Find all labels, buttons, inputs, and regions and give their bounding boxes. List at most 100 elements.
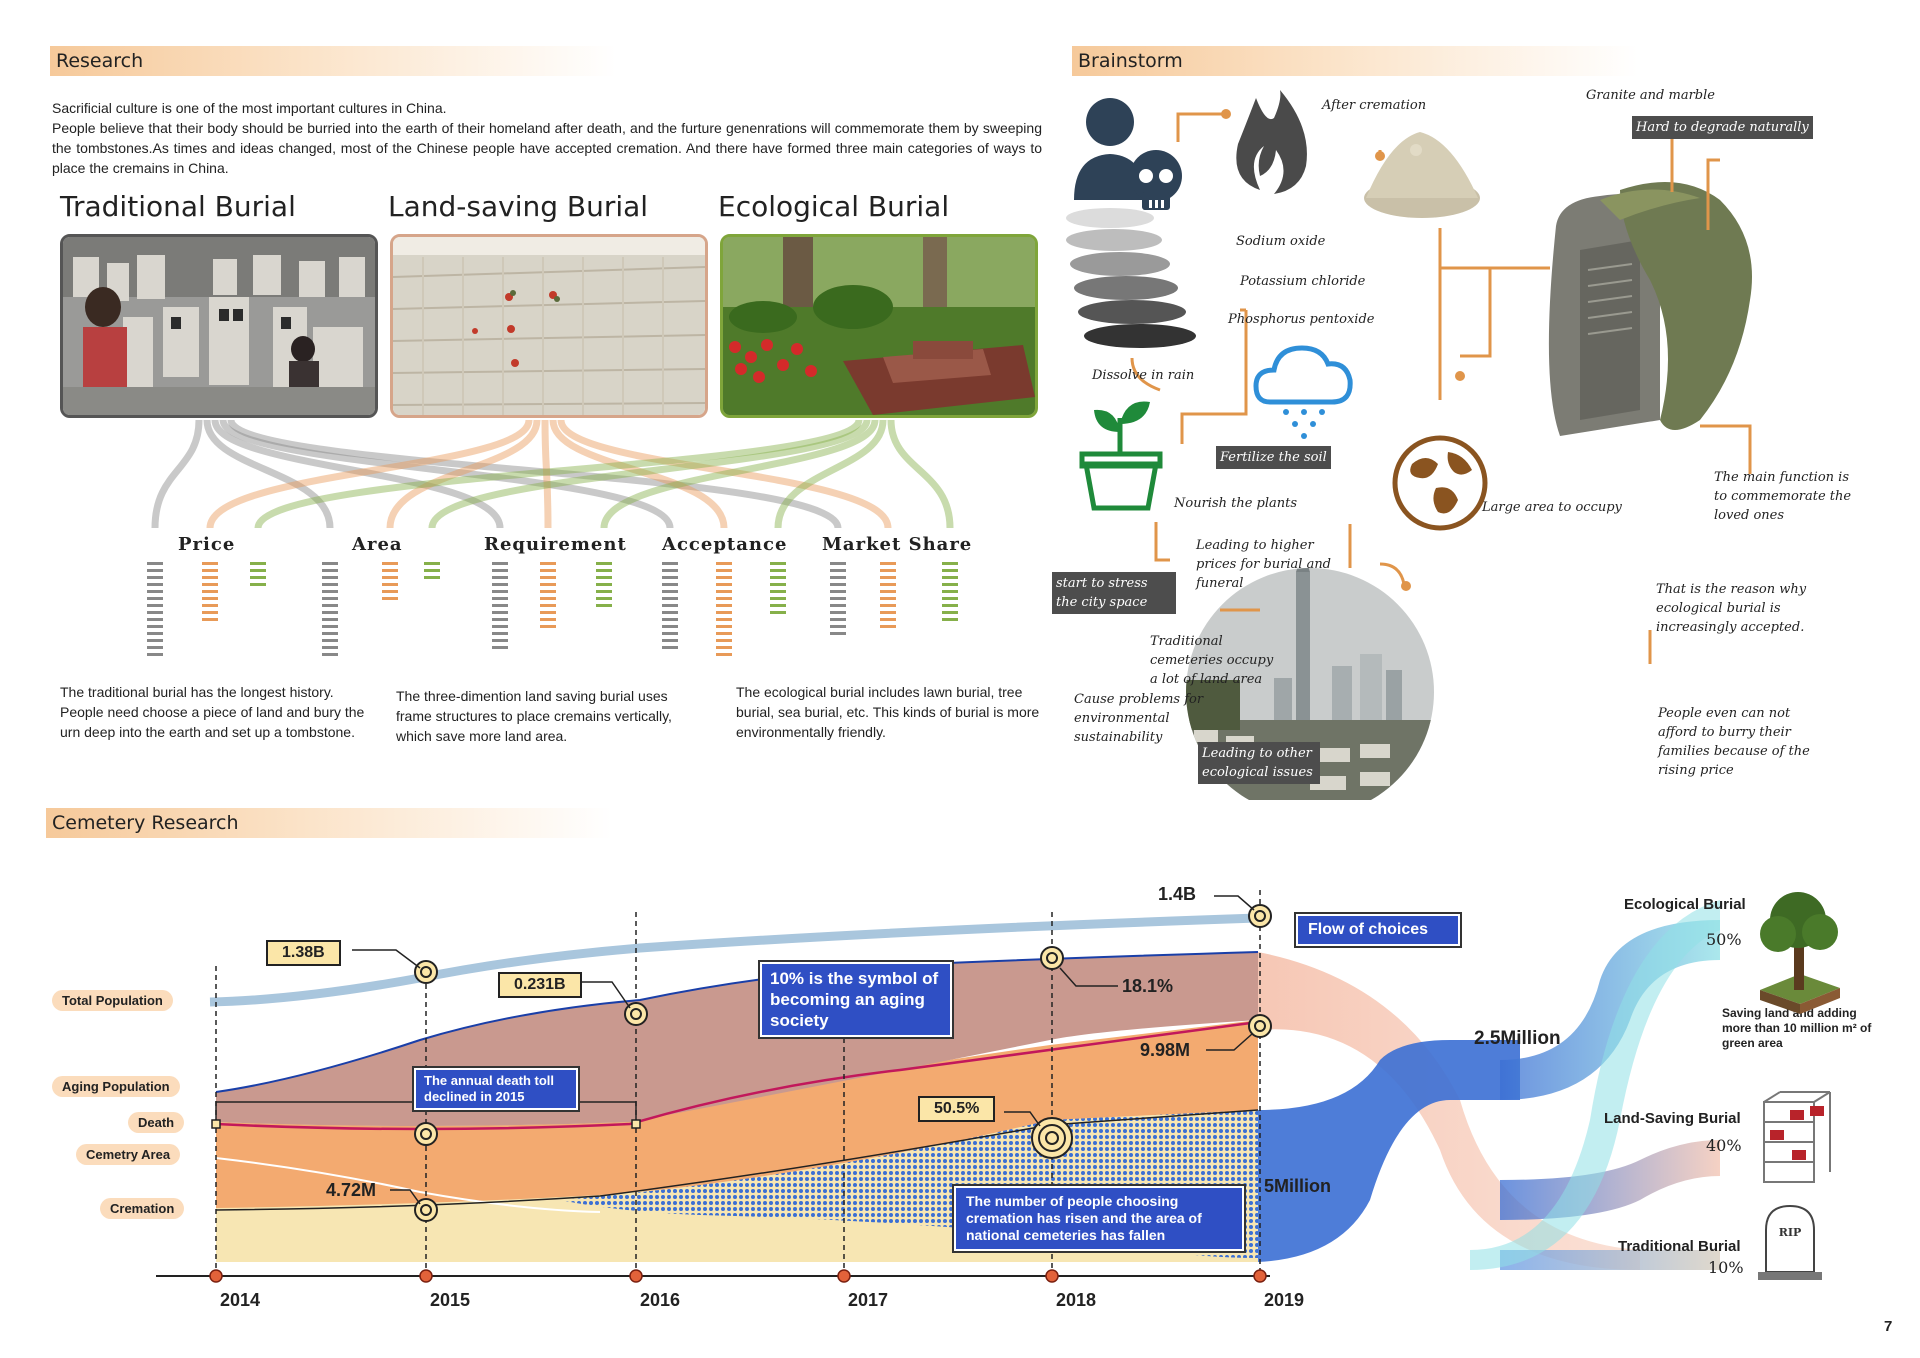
note-phosphorus: Phosphorus pentoxide [1228,312,1375,327]
criteria-bar-segment [322,569,338,572]
criteria-bar-segment [880,576,896,579]
criteria-bar-segment [147,611,163,614]
criteria-bar-segment [942,618,958,621]
note-nourish: Nourish the plants [1174,496,1298,511]
criteria-bar-segment [662,569,678,572]
outcome-icons: RIP [1758,892,1840,1280]
criteria-bar-segment [830,562,846,565]
criteria-bar-segment [147,583,163,586]
criteria-bar-segment [540,562,556,565]
criteria-bar-segment [540,590,556,593]
criteria-bar-segment [322,590,338,593]
research-title: Research [56,50,144,72]
criteria-bar-segment [596,590,612,593]
criteria-bar-segment [716,597,732,600]
criteria-bar-segment [880,569,896,572]
criteria-bar-segment [942,569,958,572]
criteria-bar-segment [662,576,678,579]
criteria-bar-segment [662,583,678,586]
criteria-flow-curves [151,418,954,530]
category-title-ecological: Ecological Burial [718,190,950,223]
callout-pop-2019: 1.4B [1158,884,1197,904]
callout-aging-2018: 18.1% [1122,976,1174,996]
criteria-bar-segment [322,625,338,628]
criteria-bar-segment [662,597,678,600]
orange-area [216,1020,1258,1208]
criteria-bar-segment [202,611,218,614]
flow-to-traditional [1500,1250,1720,1270]
criteria-bar-segment [716,590,732,593]
criteria-bar-segment [382,569,398,572]
criteria-bar-segment [492,583,508,586]
note-cannot-afford: People even can not afford to burry thei… [1658,706,1810,778]
criteria-bar-segment [770,583,786,586]
cemetery-section-header: Cemetery Research [46,808,612,838]
criteria-bar-segment [770,576,786,579]
criteria-bar-segment [596,604,612,607]
criteria-bar-segment [382,562,398,565]
rip-text: RIP [1779,1226,1802,1239]
criteria-bar-segment [716,625,732,628]
outcome-ecological-name: Ecological Burial [1624,896,1746,913]
criteria-bar-segment [770,562,786,565]
criteria-bar-segment [540,604,556,607]
research-intro: Sacrificial culture is one of the most i… [52,98,1042,178]
traditional-burial-photo [60,234,378,418]
criteria-bar-segment [147,653,163,656]
land-saving-description: The three-dimention land saving burial u… [396,688,672,744]
flow-curve-1-3 [549,419,728,529]
criteria-bar-segment [322,639,338,642]
criteria-bar-segment [880,590,896,593]
criteria-bar-segment [596,597,612,600]
note-main-function: The main function is to commemorate the … [1714,470,1852,523]
criteria-bar-segment [770,611,786,614]
criteria-bar-segment [202,618,218,621]
flow-curve-0-3 [219,418,674,529]
criteria-bar-segment [716,639,732,642]
criteria-bar-segment [830,632,846,635]
criteria-bar-segment [540,597,556,600]
criteria-bar-segment [147,569,163,572]
criteria-bar-segment [540,569,556,572]
callout-aging-2016: 0.231B [498,972,582,998]
criteria-bar-segment [492,590,508,593]
flow-curve-1-2 [541,419,552,529]
note-sodium-oxide: Sodium oxide [1236,234,1326,249]
criteria-bar-segment [596,583,612,586]
criteria-bar-segment [202,576,218,579]
callout-cremation-2018: 50.5% [918,1096,996,1122]
criteria-bar-segment [540,576,556,579]
criteria-bar-segment [492,646,508,649]
label-cremation: Cremation [100,1198,185,1219]
criteria-bar-segment [322,618,338,621]
criteria-bar-segment [942,604,958,607]
criteria-bar-segment [716,562,732,565]
category-title-land-saving: Land-saving Burial [388,190,649,223]
criteria-bar-segment [202,590,218,593]
criteria-bar-segment [492,597,508,600]
criterion-requirement: Requirement [484,534,627,555]
criteria-bar-segment [662,618,678,621]
criteria-bar-segment [716,569,732,572]
flow-ecological-upper [1470,900,1720,1270]
category-title-traditional: Traditional Burial [60,190,296,223]
note-large-area: Large area to occupy [1482,500,1622,515]
callout-death-2019: 9.98M [1140,1040,1191,1060]
cemetery-chart [156,890,1720,1283]
criteria-bar-segment [322,604,338,607]
land-saving-burial-photo [390,234,708,418]
criteria-bar-segment [382,590,398,593]
note-aging-symbol: 10% is the symbol of becoming an aging s… [758,960,954,1039]
criteria-bar-segment [830,576,846,579]
criteria-bar-segment [830,569,846,572]
criteria-bar-segment [830,604,846,607]
criteria-bar-segment [830,625,846,628]
criteria-bar-segment [147,604,163,607]
plant-pot-icon [1079,401,1163,511]
criteria-bar-segment [662,646,678,649]
flow-curve-0-2 [211,419,504,529]
criteria-bar-segment [540,583,556,586]
rain-cloud-icon [1253,345,1353,439]
criteria-bar-segment [322,632,338,635]
criteria-bar-segment [322,646,338,649]
